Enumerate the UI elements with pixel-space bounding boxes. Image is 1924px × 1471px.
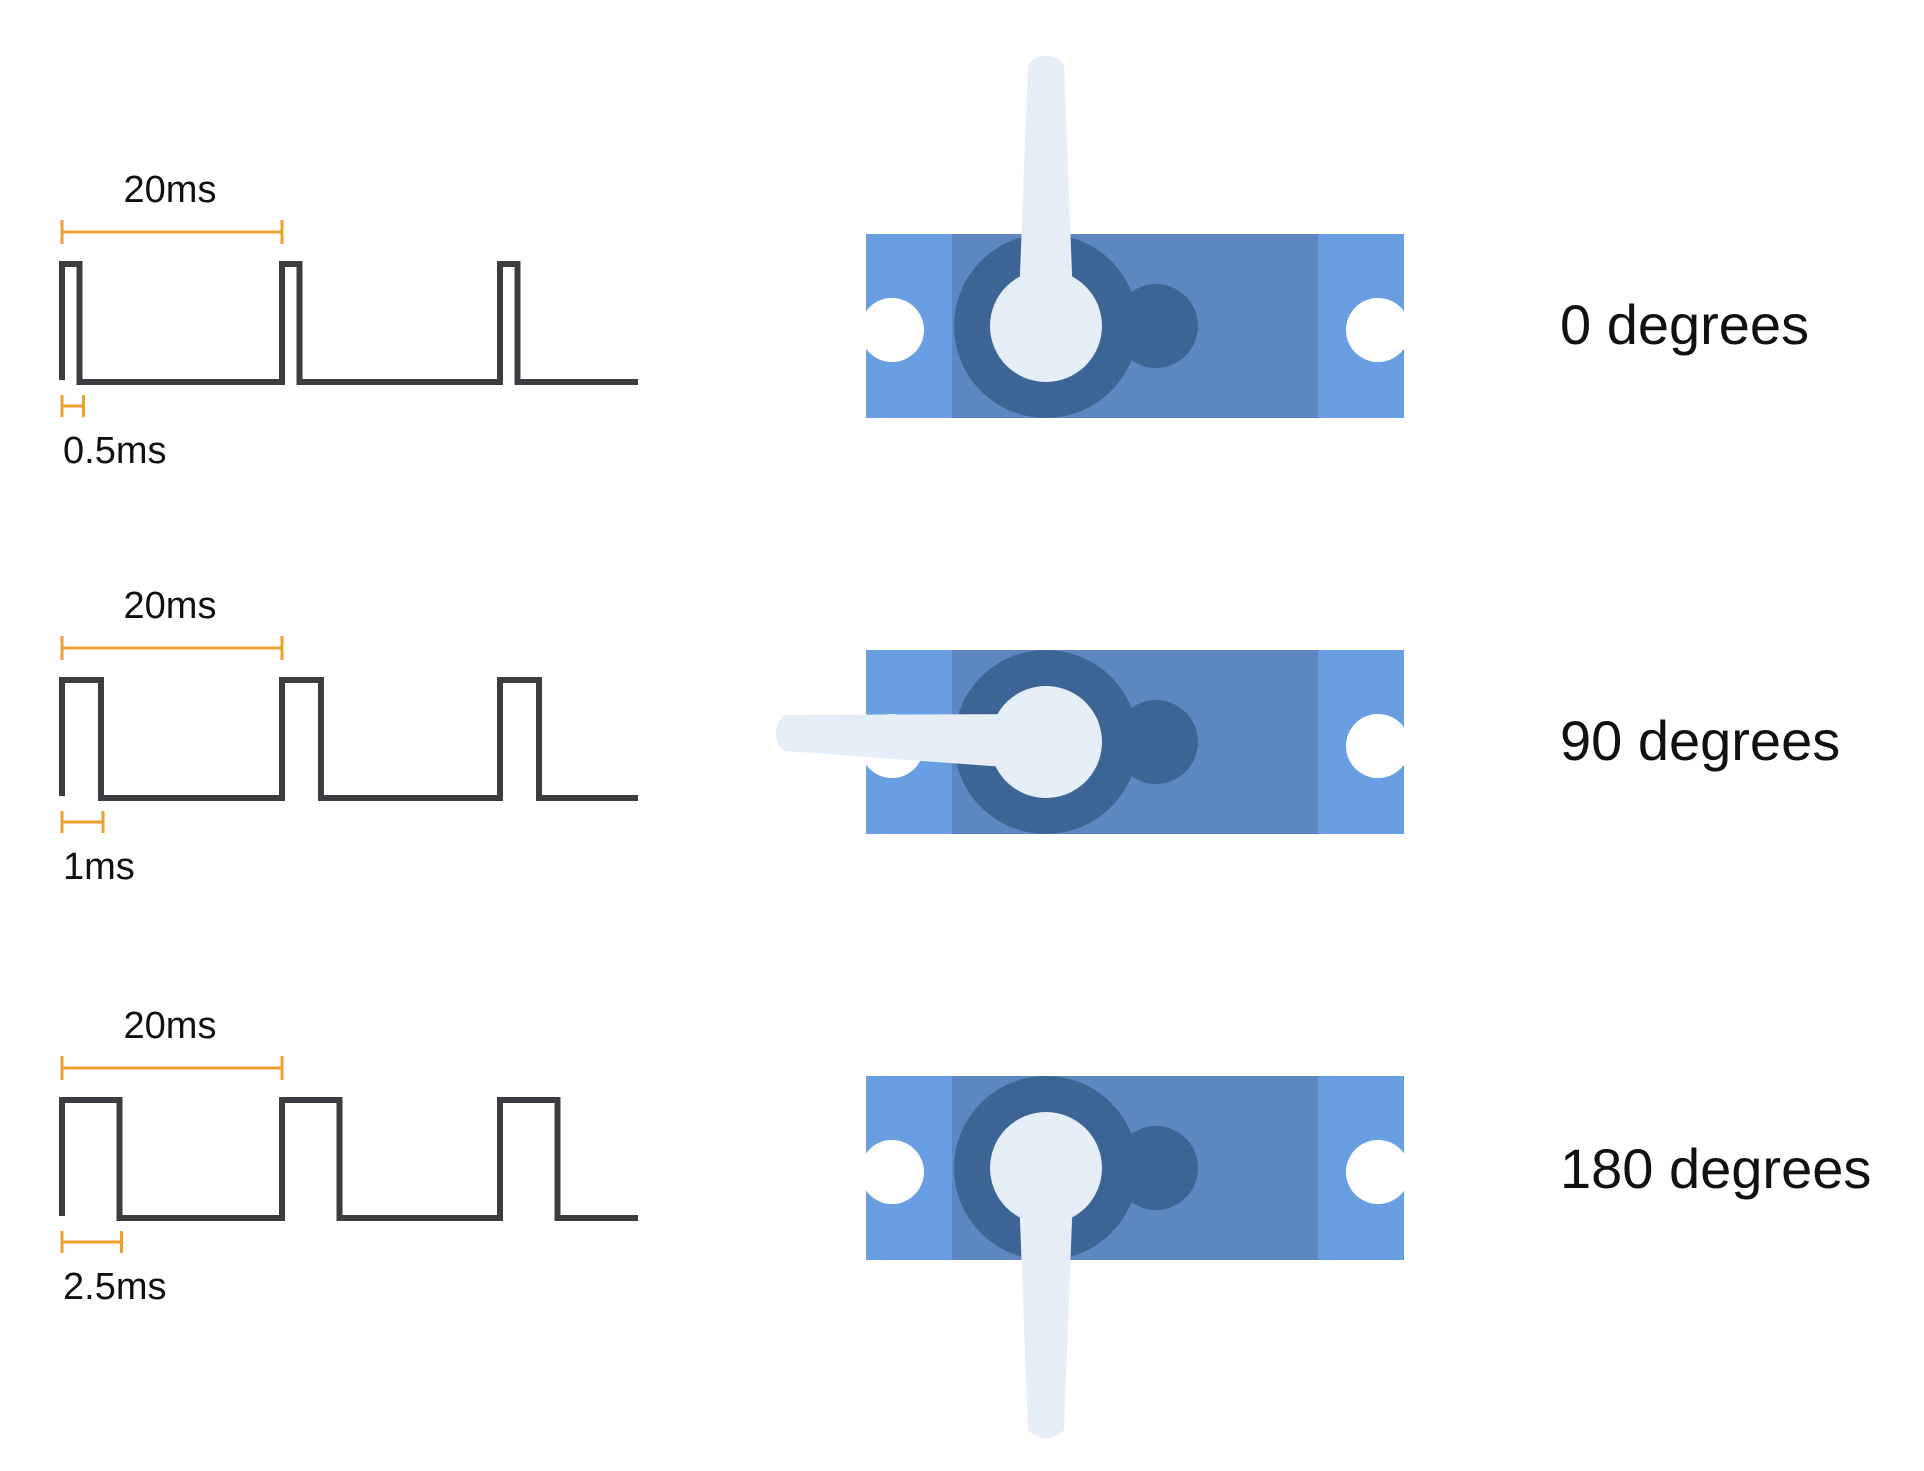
pulse-label-1: 1ms bbox=[63, 846, 135, 888]
pulse-dimension-2 bbox=[60, 1231, 123, 1253]
servo-horn-2 bbox=[990, 1112, 1102, 1439]
period-label-0: 20ms bbox=[124, 169, 217, 211]
angle-label-0: 0 degrees bbox=[1560, 293, 1809, 356]
angle-label-2: 180 degrees bbox=[1560, 1137, 1871, 1200]
servo-horn-hub-2 bbox=[990, 1112, 1102, 1224]
servo-secondary-gear-2 bbox=[1114, 1126, 1198, 1210]
pulse-dimension-1 bbox=[60, 811, 105, 833]
signal-row-1: 20ms 1ms bbox=[59, 585, 638, 888]
servo-horn-arm-0 bbox=[1018, 55, 1074, 326]
servo-mount-hole-right-0 bbox=[1346, 298, 1410, 362]
servo-mount-hole-right-1 bbox=[1346, 714, 1410, 778]
servo-mount-hole-left-0 bbox=[860, 298, 924, 362]
pulse-label-2: 2.5ms bbox=[63, 1266, 166, 1308]
servo-mount-hole-right-2 bbox=[1346, 1140, 1410, 1204]
row-0: 20ms 0.5ms 0 degrees bbox=[59, 55, 1809, 472]
servo-horn-0 bbox=[990, 55, 1102, 382]
pulse-dimension-0 bbox=[60, 395, 85, 417]
signal-row-0: 20ms 0.5ms bbox=[59, 169, 638, 472]
servo-horn-hub-1 bbox=[990, 686, 1102, 798]
angle-label-1: 90 degrees bbox=[1560, 709, 1840, 772]
period-dimension-2 bbox=[60, 1056, 284, 1080]
signal-row-2: 20ms 2.5ms bbox=[59, 1005, 638, 1308]
row-2: 20ms 2.5ms 180 degrees bbox=[59, 1005, 1871, 1439]
servo-secondary-gear-1 bbox=[1114, 700, 1198, 784]
pwm-waveform-0 bbox=[59, 261, 638, 385]
period-label-1: 20ms bbox=[124, 585, 217, 627]
servo-0 bbox=[860, 55, 1410, 418]
servo-1 bbox=[776, 650, 1410, 834]
period-label-2: 20ms bbox=[124, 1005, 217, 1047]
servo-2 bbox=[860, 1076, 1410, 1439]
pwm-waveform-2 bbox=[59, 1097, 638, 1221]
pwm-waveform-1 bbox=[59, 677, 638, 801]
period-dimension-1 bbox=[60, 636, 284, 660]
row-1: 20ms 1ms 90 degrees bbox=[59, 585, 1840, 888]
period-dimension-0 bbox=[60, 220, 284, 244]
pulse-label-0: 0.5ms bbox=[63, 430, 166, 472]
servo-horn-hub-0 bbox=[990, 270, 1102, 382]
servo-mount-hole-left-2 bbox=[860, 1140, 924, 1204]
servo-horn-arm-2 bbox=[1018, 1168, 1074, 1439]
servo-horn-arm-1 bbox=[776, 714, 1047, 770]
servo-secondary-gear-0 bbox=[1114, 284, 1198, 368]
servo-horn-1 bbox=[776, 686, 1102, 798]
